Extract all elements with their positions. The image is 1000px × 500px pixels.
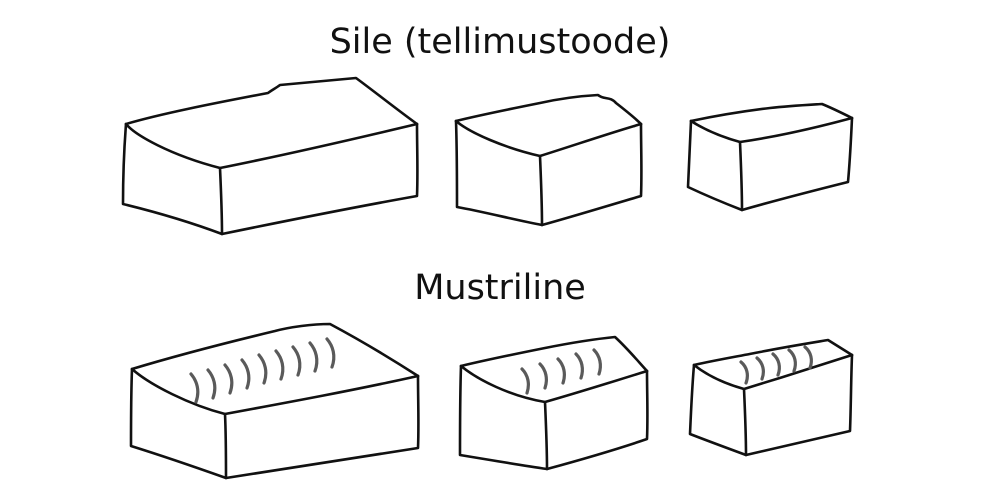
patterned-small-block xyxy=(688,338,854,457)
smooth-large-block xyxy=(121,76,419,236)
smooth-section-title: Sile (tellimustoode) xyxy=(329,22,671,62)
smooth-medium-block xyxy=(454,93,643,227)
patterned-section-title: Mustriline xyxy=(414,268,586,308)
smooth-small-block xyxy=(686,102,854,212)
patterned-large-block xyxy=(129,322,420,480)
patterned-medium-block xyxy=(458,335,649,471)
